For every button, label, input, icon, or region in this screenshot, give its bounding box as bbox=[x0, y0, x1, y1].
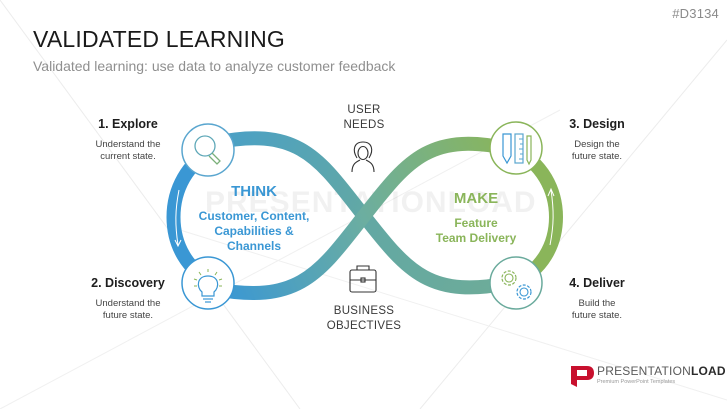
step-circle-design bbox=[489, 121, 543, 175]
business-objectives-line: OBJECTIVES bbox=[326, 320, 402, 332]
step-discovery-desc-line: Understand the bbox=[95, 298, 161, 309]
step-deliver-desc: Build the future state. bbox=[537, 298, 657, 322]
think-line: Customer, Content, bbox=[198, 209, 310, 223]
step-explore-desc-line: current state. bbox=[100, 151, 156, 162]
step-deliver-title: 4. Deliver bbox=[569, 276, 625, 290]
step-discovery-desc-line: future state. bbox=[102, 310, 154, 321]
user-icon bbox=[351, 141, 375, 173]
step-design-desc: Design the future state. bbox=[537, 139, 657, 163]
loop-strand-up bbox=[212, 136, 516, 300]
step-explore-title: 1. Explore bbox=[98, 117, 158, 131]
step-explore-desc-line: Understand the bbox=[95, 139, 161, 150]
magnifier-icon bbox=[194, 135, 221, 165]
step-design-desc-line: future state. bbox=[571, 151, 623, 162]
slide-code: #D3134 bbox=[672, 6, 719, 21]
page-title: VALIDATED LEARNING bbox=[33, 26, 285, 52]
lightbulb-icon bbox=[193, 269, 223, 303]
make-line: Feature bbox=[454, 216, 498, 230]
step-circle-explore bbox=[181, 123, 235, 177]
step-discovery-title: 2. Discovery bbox=[91, 276, 165, 290]
arrow-up-icon bbox=[549, 189, 554, 246]
brand-name: PRESENTATIONLOAD bbox=[597, 364, 726, 378]
brand-name-bold: LOAD bbox=[690, 364, 726, 378]
business-objectives-line: BUSINESS bbox=[333, 305, 395, 317]
user-needs-label: USER NEEDS bbox=[309, 103, 419, 133]
page-subtitle: Validated learning: use data to analyze … bbox=[33, 58, 396, 74]
think-body: Customer, Content, Capabilities & Channe… bbox=[184, 209, 324, 254]
step-design-title: 3. Design bbox=[569, 117, 625, 131]
step-explore-desc: Understand the current state. bbox=[68, 139, 188, 163]
step-deliver-desc-line: Build the bbox=[578, 298, 616, 309]
step-circle-deliver bbox=[489, 256, 543, 310]
briefcase-icon bbox=[349, 265, 377, 293]
user-needs-line: NEEDS bbox=[343, 119, 385, 131]
make-heading: MAKE bbox=[453, 190, 499, 207]
arrow-down-icon bbox=[175, 189, 180, 246]
make-line: Team Delivery bbox=[435, 231, 517, 245]
make-body: Feature Team Delivery bbox=[416, 216, 536, 246]
user-needs-line: USER bbox=[347, 104, 381, 116]
step-circle-discovery bbox=[181, 256, 235, 310]
brand-name-light: PRESENTATION bbox=[597, 364, 691, 378]
step-design-desc-line: Design the bbox=[574, 139, 620, 150]
think-line: Capabilities & bbox=[214, 224, 294, 238]
brand-tagline: Premium PowerPoint Templates bbox=[597, 379, 676, 385]
gears-icon bbox=[501, 270, 532, 300]
business-objectives-label: BUSINESS OBJECTIVES bbox=[309, 304, 419, 334]
pencil-ruler-icon bbox=[502, 133, 532, 166]
step-deliver-desc-line: future state. bbox=[571, 310, 623, 321]
step-discovery-desc: Understand the future state. bbox=[68, 298, 188, 322]
think-line: Channels bbox=[226, 239, 281, 253]
think-heading: THINK bbox=[231, 183, 277, 200]
